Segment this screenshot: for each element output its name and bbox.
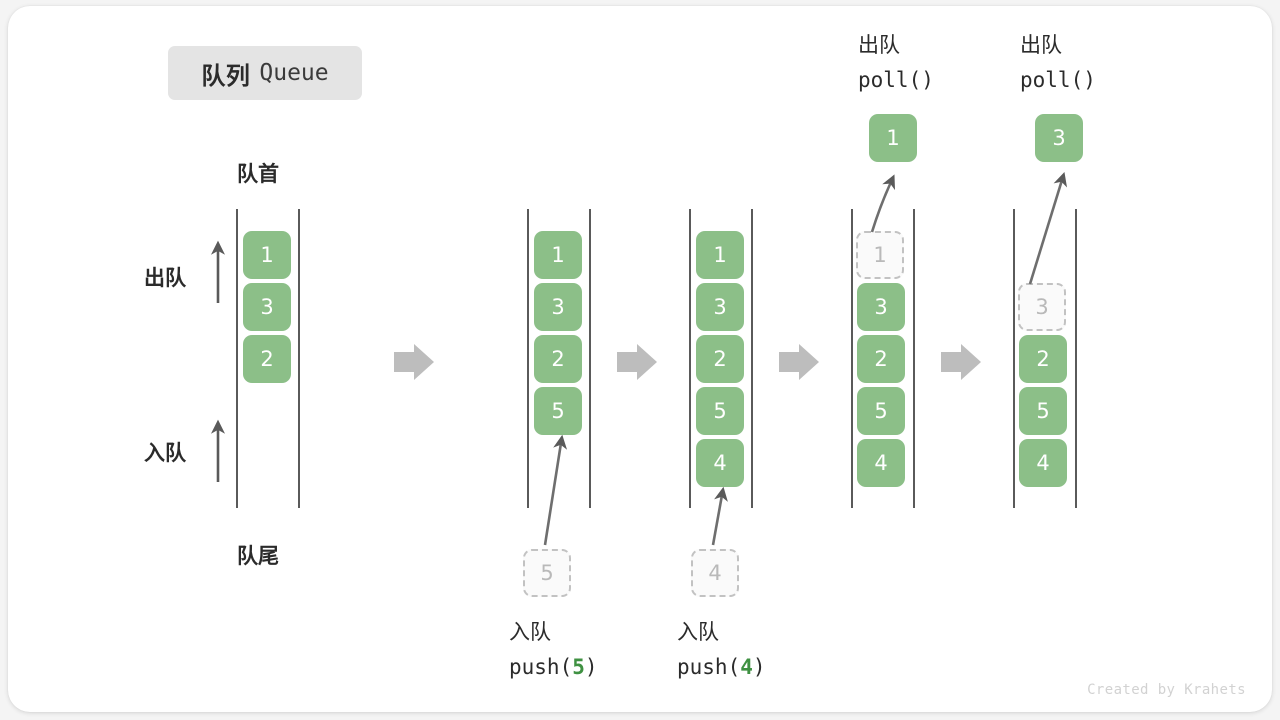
diagram-card: [8, 6, 1272, 712]
stage2-rail-right: [589, 209, 591, 508]
stage4-operation-label: 出队 poll(): [858, 28, 934, 98]
stage2-operation-label: 入队 push(5): [509, 615, 598, 685]
stage3-cell-0: 1: [696, 231, 744, 279]
stage3-call-arg: 4: [740, 655, 753, 679]
stage5-operation-call: poll(): [1020, 68, 1096, 92]
stage2-cell-0: 1: [534, 231, 582, 279]
stage3-call-prefix: push(: [677, 655, 741, 679]
stage2-cell-3: 5: [534, 387, 582, 435]
stage3-cell-4: 4: [696, 439, 744, 487]
stage2-rail-left: [527, 209, 529, 508]
stage5-call-prefix: poll(: [1020, 68, 1084, 92]
stage5-call-suffix: ): [1083, 68, 1096, 92]
stage2-call-suffix: ): [584, 655, 598, 679]
stage5-cell-4: 4: [1019, 439, 1067, 487]
dequeue-direction-label: 出队: [144, 266, 186, 290]
stage4-operation-cn: 出队: [858, 33, 900, 57]
stage5-rail-left: [1013, 209, 1015, 508]
stage3-cell-1: 3: [696, 283, 744, 331]
stage4-cell-2: 2: [857, 335, 905, 383]
enqueue-direction-label: 入队: [144, 441, 186, 465]
queue-head-label: 队首: [237, 162, 279, 186]
stage3-rail-left: [689, 209, 691, 508]
stage4-cell-4: 4: [857, 439, 905, 487]
stage1-cell-1: 3: [243, 283, 291, 331]
stage4-call-prefix: poll(: [858, 68, 922, 92]
stage3-rail-right: [751, 209, 753, 508]
stage4-cell-1: 3: [857, 283, 905, 331]
stage4-cell-3: 5: [857, 387, 905, 435]
stage5-popped-cell: 3: [1035, 114, 1083, 162]
stage1-cell-0: 1: [243, 231, 291, 279]
stage3-call-suffix: ): [752, 655, 766, 679]
stage2-operation-call: push(5): [509, 655, 598, 679]
stage5-cell-2: 2: [1019, 335, 1067, 383]
stage4-call-suffix: ): [921, 68, 934, 92]
stage2-operation-cn: 入队: [509, 620, 551, 644]
stage1-rail-right: [298, 209, 300, 508]
stage4-rail-left: [851, 209, 853, 508]
stage2-cell-2: 2: [534, 335, 582, 383]
stage1-rail-left: [236, 209, 238, 508]
stage2-call-prefix: push(: [509, 655, 573, 679]
stage3-incoming-ghost-cell: 4: [691, 549, 739, 597]
stage2-cell-1: 3: [534, 283, 582, 331]
title-chinese: 队列: [201, 61, 251, 90]
stage3-operation-cn: 入队: [677, 620, 719, 644]
stage5-rail-right: [1075, 209, 1077, 508]
stage3-operation-label: 入队 push(4): [677, 615, 766, 685]
stage5-cell-3: 5: [1019, 387, 1067, 435]
queue-tail-label: 队尾: [237, 544, 279, 568]
stage4-popped-cell: 1: [869, 114, 917, 162]
stage5-operation-label: 出队 poll(): [1020, 28, 1096, 98]
stage5-operation-cn: 出队: [1020, 33, 1062, 57]
stage4-rail-right: [913, 209, 915, 508]
title-english: Queue: [259, 60, 329, 86]
stage2-call-arg: 5: [572, 655, 585, 679]
stage3-operation-call: push(4): [677, 655, 766, 679]
stage1-cell-2: 2: [243, 335, 291, 383]
stage2-incoming-ghost-cell: 5: [523, 549, 571, 597]
stage3-cell-2: 2: [696, 335, 744, 383]
diagram-title-badge: 队列 Queue: [168, 46, 362, 100]
stage4-cell-0-ghost: 1: [856, 231, 904, 279]
watermark: Created by Krahets: [1087, 682, 1246, 698]
stage4-operation-call: poll(): [858, 68, 934, 92]
stage5-cell-1-ghost: 3: [1018, 283, 1066, 331]
stage3-cell-3: 5: [696, 387, 744, 435]
